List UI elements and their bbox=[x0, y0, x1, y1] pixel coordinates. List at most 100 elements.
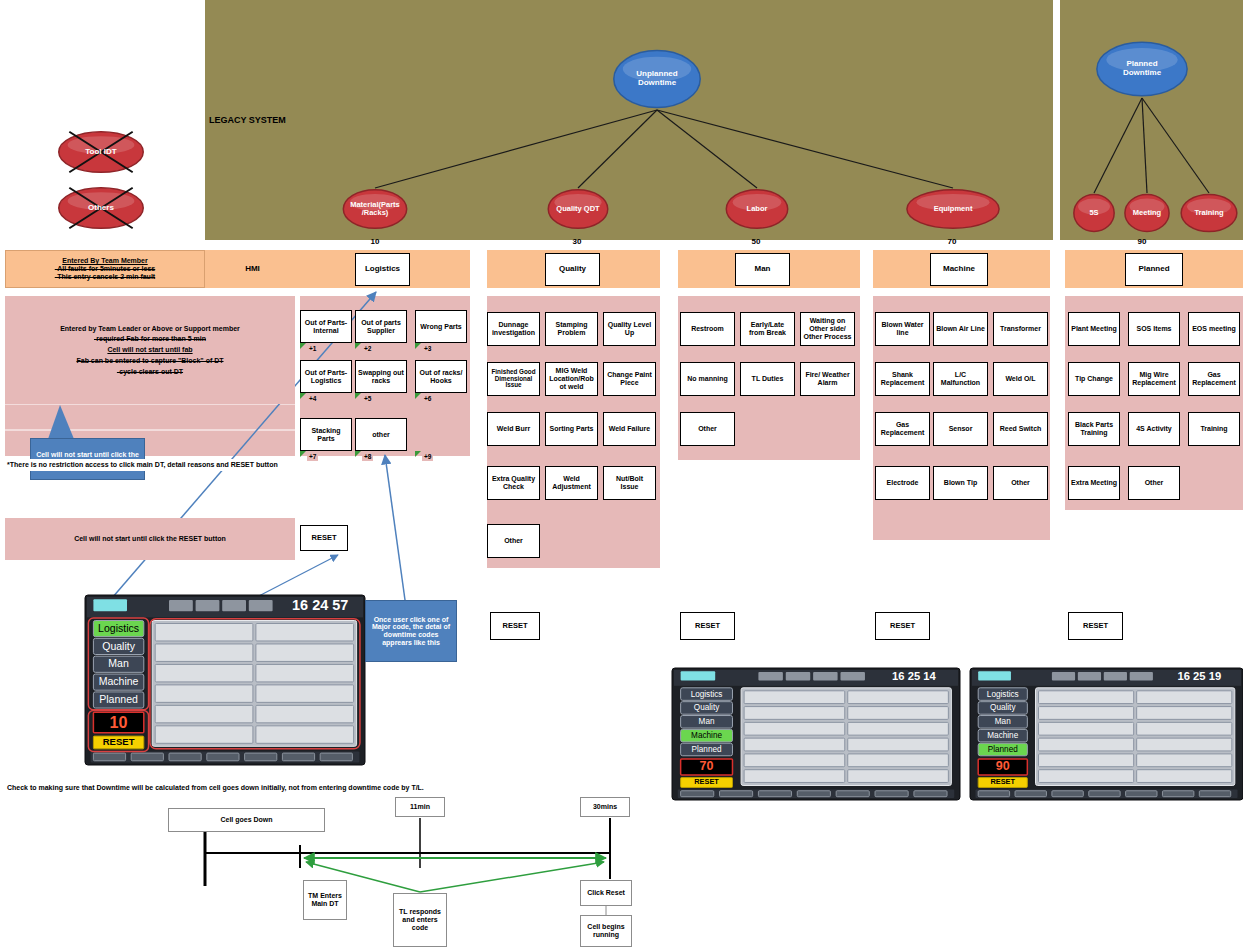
downtime-code-box: Restroom bbox=[680, 312, 735, 346]
toolbar-button bbox=[681, 791, 714, 797]
orange-row bbox=[873, 250, 1050, 288]
screen-reset-text: RESET bbox=[978, 778, 1027, 788]
header-field bbox=[758, 672, 782, 681]
node-text: RESET bbox=[1083, 622, 1108, 630]
detail-code-number: +9 bbox=[422, 452, 433, 461]
screen-button-text: Logistics bbox=[978, 688, 1027, 701]
comment-marker bbox=[415, 451, 421, 457]
major-code-box: Logistics bbox=[355, 253, 410, 286]
screen-code-panel bbox=[741, 688, 951, 786]
note-text: Check to making sure that Downtime will … bbox=[5, 782, 426, 794]
node-text: Equipment bbox=[934, 205, 973, 213]
screen-reset-button bbox=[93, 736, 143, 749]
node-text: Gas Replacement bbox=[1191, 371, 1237, 386]
downtime-code-box: Sensor bbox=[933, 412, 988, 446]
text-stack: 4S Activity bbox=[1136, 425, 1172, 433]
text-stack: Dunnage investigation bbox=[490, 321, 537, 336]
text-stack: Weld O/L bbox=[1005, 375, 1035, 383]
pointer-arrow bbox=[255, 555, 338, 598]
toolbar-button bbox=[282, 753, 314, 761]
node-text: Electrode bbox=[887, 479, 919, 487]
ellipse-outline bbox=[59, 132, 143, 172]
downtime-code-box: Sorting Parts bbox=[545, 412, 598, 446]
comment-marker bbox=[355, 343, 361, 349]
downtime-code-box: Extra Meeting bbox=[1068, 466, 1120, 500]
text-stack: HMI bbox=[245, 265, 260, 274]
highlight-ring bbox=[88, 711, 148, 752]
node-text: RESET bbox=[890, 622, 915, 630]
node-text: RESET bbox=[311, 534, 336, 542]
category-ellipse: Training bbox=[1180, 193, 1238, 233]
ellipse-outline bbox=[59, 188, 143, 228]
toolbar-button bbox=[914, 791, 947, 797]
downtime-code-box: Stacking Parts bbox=[300, 418, 352, 451]
toolbar-button bbox=[1052, 791, 1083, 797]
node-text: Other bbox=[504, 537, 523, 545]
text-stack: Quality QDT bbox=[556, 205, 599, 213]
text-stack: Nut/Bolt Issue bbox=[606, 475, 653, 490]
text-stack: Early/Late from Break bbox=[743, 321, 792, 336]
node-text: Extra Quality Check bbox=[490, 475, 537, 490]
category-ellipse: Material(Parts/Racks) bbox=[342, 188, 408, 230]
downtime-code-box: Quality Level Up bbox=[603, 312, 656, 346]
detail-code-number: +3 bbox=[422, 344, 433, 353]
screen-reset-button bbox=[978, 778, 1027, 788]
highlight-ring bbox=[150, 619, 360, 749]
timeline-box: TM Enters Main DT bbox=[303, 880, 347, 920]
screen-code-cell bbox=[848, 707, 949, 720]
screen-code-cell bbox=[1039, 754, 1134, 767]
timeline-box: Cell goes Down bbox=[168, 808, 325, 832]
timeline-axis bbox=[205, 852, 610, 854]
toolbar-button bbox=[1199, 791, 1230, 797]
text-stack: Quality bbox=[559, 265, 586, 274]
category-ellipse: Quality QDT bbox=[547, 188, 609, 230]
node-text: -This entry cancels 2 min fault bbox=[55, 273, 155, 281]
text-stack: Planned Downtime bbox=[1106, 60, 1177, 78]
header-field bbox=[222, 600, 246, 611]
screen-code-cell bbox=[1137, 738, 1232, 751]
timeline-box: Click Reset bbox=[580, 880, 632, 906]
comment-marker bbox=[300, 393, 306, 399]
node-text: RESET bbox=[502, 622, 527, 630]
olive-band bbox=[205, 0, 1053, 240]
text-stack: Training bbox=[1194, 209, 1223, 217]
comment-marker bbox=[355, 393, 361, 399]
text-stack: other bbox=[372, 431, 390, 439]
node-text: Reed Switch bbox=[1000, 425, 1042, 433]
removed-category-ellipse: Tool IDT bbox=[57, 130, 145, 174]
screen-button bbox=[93, 621, 143, 637]
text-stack: No manning bbox=[687, 375, 727, 383]
text-stack: Blown Tip bbox=[944, 479, 977, 487]
node-text: Gas Replacement bbox=[878, 421, 927, 436]
entry-rule-cell: Cell will not start until click the RESE… bbox=[5, 518, 295, 560]
text-stack: Machine bbox=[943, 265, 975, 274]
text-stack: 30mins bbox=[593, 803, 617, 811]
text-stack: Out of Parts-Logistics bbox=[303, 369, 349, 384]
screen-code-cell bbox=[744, 754, 845, 767]
text-stack: Blown Water line bbox=[878, 321, 927, 336]
screen-button-text: Quality bbox=[978, 702, 1027, 715]
callout-pointer bbox=[48, 405, 74, 439]
node-text: Meeting bbox=[1133, 209, 1161, 217]
node-text: RESET bbox=[695, 622, 720, 630]
text-stack: Other bbox=[1011, 479, 1030, 487]
node-text: Sensor bbox=[949, 425, 973, 433]
screen-button-text: Man bbox=[978, 716, 1027, 729]
detail-code-number: +1 bbox=[307, 344, 318, 353]
tree-connector bbox=[1094, 98, 1142, 193]
downtime-code-box: Mig Wire Replacement bbox=[1128, 362, 1180, 396]
pink-area bbox=[1065, 296, 1243, 510]
downtime-code-box: other bbox=[355, 418, 407, 451]
screen-code-cell bbox=[1039, 707, 1134, 720]
detail-code-number: +6 bbox=[422, 394, 433, 403]
toolbar-button bbox=[93, 753, 125, 761]
downtime-code-box: Blown Tip bbox=[933, 466, 988, 500]
screen-code-cell bbox=[744, 722, 845, 735]
node-text: other bbox=[372, 431, 390, 439]
hmi-screen-photo bbox=[85, 595, 365, 765]
category-code-number: 50 bbox=[744, 237, 768, 248]
text-stack: Swapping out racks bbox=[358, 369, 404, 384]
pointer-arrow bbox=[385, 455, 405, 600]
screen-button-text: Planned bbox=[978, 743, 1027, 756]
text-stack: Sorting Parts bbox=[550, 425, 594, 433]
